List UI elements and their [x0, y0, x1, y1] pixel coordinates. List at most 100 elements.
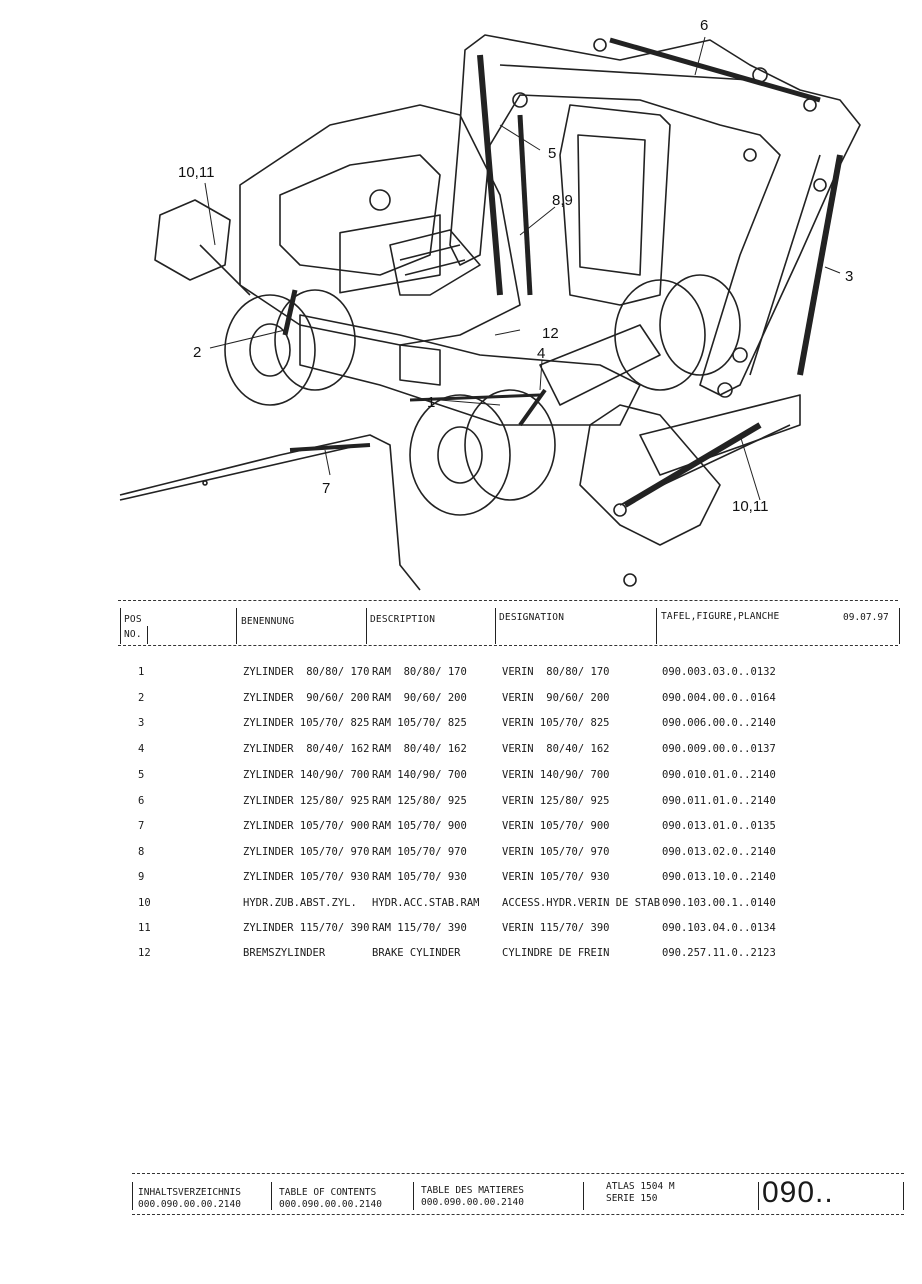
callout-5: 5 — [548, 145, 556, 162]
row-benennung: ZYLINDER 105/70/ 900 — [243, 820, 370, 832]
row-tafel: 090.013.01.0..0135 — [662, 820, 776, 832]
row-designation: VERIN 105/70/ 900 — [502, 820, 610, 832]
header-rule-top — [118, 600, 898, 601]
header-divider — [147, 626, 148, 644]
footer-fr-code: 000.090.00.00.2140 — [421, 1197, 524, 1208]
footer-divider — [271, 1182, 272, 1210]
header-date: 09.07.97 — [843, 612, 889, 623]
row-designation: VERIN 80/80/ 170 — [502, 666, 610, 678]
row-benennung: ZYLINDER 140/90/ 700 — [243, 769, 370, 781]
table-row: 8 ZYLINDER 105/70/ 970 RAM 105/70/ 970 V… — [0, 846, 922, 866]
header-pos: POS — [124, 614, 142, 625]
row-description: RAM 80/40/ 162 — [372, 743, 467, 755]
footer-model: ATLAS 1504 M — [606, 1181, 675, 1192]
header-divider — [899, 608, 900, 644]
row-pos: 4 — [138, 743, 145, 755]
header-designation: DESIGNATION — [499, 612, 565, 623]
header-description: DESCRIPTION — [370, 614, 436, 625]
row-tafel: 090.004.00.0..0164 — [662, 692, 776, 704]
row-benennung: HYDR.ZUB.ABST.ZYL. — [243, 897, 357, 909]
footer-de-code: 000.090.00.00.2140 — [138, 1199, 241, 1210]
footer-de-title: INHALTSVERZEICHNIS — [138, 1187, 241, 1198]
row-designation: CYLINDRE DE FREIN — [502, 947, 610, 959]
table-row: 6 ZYLINDER 125/80/ 925 RAM 125/80/ 925 V… — [0, 795, 922, 815]
footer-divider — [583, 1182, 584, 1210]
row-tafel: 090.103.00.1..0140 — [662, 897, 776, 909]
header-divider — [656, 608, 657, 644]
row-designation: VERIN 115/70/ 390 — [502, 922, 610, 934]
row-tafel: 090.006.00.0..2140 — [662, 717, 776, 729]
header-benennung: BENENNUNG — [241, 616, 295, 627]
footer-series: SERIE 150 — [606, 1193, 658, 1204]
footer-rule-top — [132, 1173, 904, 1174]
row-tafel: 090.103.04.0..0134 — [662, 922, 776, 934]
table-row: 11 ZYLINDER 115/70/ 390 RAM 115/70/ 390 … — [0, 922, 922, 942]
footer-en-title: TABLE OF CONTENTS — [279, 1187, 377, 1198]
header-divider — [495, 608, 496, 644]
row-pos: 3 — [138, 717, 145, 729]
row-tafel: 090.013.02.0..2140 — [662, 846, 776, 858]
header-divider — [366, 608, 367, 644]
row-benennung: ZYLINDER 105/70/ 970 — [243, 846, 370, 858]
callout-3: 3 — [845, 268, 853, 285]
table-row: 10 HYDR.ZUB.ABST.ZYL. HYDR.ACC.STAB.RAM … — [0, 897, 922, 917]
row-designation: VERIN 105/70/ 930 — [502, 871, 610, 883]
row-designation: VERIN 105/70/ 825 — [502, 717, 610, 729]
callout-6: 6 — [700, 17, 708, 34]
footer-rule-bottom — [132, 1214, 904, 1215]
row-pos: 9 — [138, 871, 145, 883]
row-description: RAM 80/80/ 170 — [372, 666, 467, 678]
header-divider — [236, 608, 237, 644]
callout-2: 2 — [193, 344, 201, 361]
row-description: RAM 115/70/ 390 — [372, 922, 467, 934]
row-designation: ACCESS.HYDR.VERIN DE STAB — [502, 897, 661, 909]
row-description: RAM 140/90/ 700 — [372, 769, 467, 781]
row-pos: 8 — [138, 846, 145, 858]
table-row: 12 BREMSZYLINDER BRAKE CYLINDER CYLINDRE… — [0, 947, 922, 967]
row-benennung: ZYLINDER 105/70/ 825 — [243, 717, 370, 729]
row-designation: VERIN 105/70/ 970 — [502, 846, 610, 858]
row-tafel: 090.013.10.0..2140 — [662, 871, 776, 883]
table-row: 7 ZYLINDER 105/70/ 900 RAM 105/70/ 900 V… — [0, 820, 922, 840]
excavator-illustration: 6 10,11 5 8,9 3 12 2 4 1 7 10,11 — [119, 17, 861, 591]
row-description: RAM 105/70/ 900 — [372, 820, 467, 832]
row-pos: 1 — [138, 666, 145, 678]
row-tafel: 090.257.11.0..2123 — [662, 947, 776, 959]
row-pos: 2 — [138, 692, 145, 704]
row-description: BRAKE CYLINDER — [372, 947, 461, 959]
row-description: HYDR.ACC.STAB.RAM — [372, 897, 480, 909]
row-benennung: ZYLINDER 105/70/ 930 — [243, 871, 370, 883]
section-number: 090.. — [762, 1176, 834, 1209]
row-benennung: ZYLINDER 125/80/ 925 — [243, 795, 370, 807]
row-description: RAM 125/80/ 925 — [372, 795, 467, 807]
table-row: 9 ZYLINDER 105/70/ 930 RAM 105/70/ 930 V… — [0, 871, 922, 891]
row-tafel: 090.011.01.0..2140 — [662, 795, 776, 807]
header-tafel: TAFEL,FIGURE,PLANCHE — [661, 611, 780, 622]
footer-divider — [132, 1182, 133, 1210]
row-tafel: 090.010.01.0..2140 — [662, 769, 776, 781]
row-pos: 10 — [138, 897, 151, 909]
table-row: 4 ZYLINDER 80/40/ 162 RAM 80/40/ 162 VER… — [0, 743, 922, 763]
footer-divider — [758, 1182, 759, 1210]
row-tafel: 090.009.00.0..0137 — [662, 743, 776, 755]
row-designation: VERIN 140/90/ 700 — [502, 769, 610, 781]
row-pos: 5 — [138, 769, 145, 781]
callout-10-11-front: 10,11 — [732, 498, 768, 515]
row-benennung: BREMSZYLINDER — [243, 947, 326, 959]
footer-en-code: 000.090.00.00.2140 — [279, 1199, 382, 1210]
footer-divider — [413, 1182, 414, 1210]
row-pos: 12 — [138, 947, 151, 959]
table-row: 5 ZYLINDER 140/90/ 700 RAM 140/90/ 700 V… — [0, 769, 922, 789]
callout-10-11-rear: 10,11 — [178, 164, 214, 181]
footer-fr-title: TABLE DES MATIERES — [421, 1185, 524, 1196]
row-designation: VERIN 80/40/ 162 — [502, 743, 610, 755]
row-description: RAM 105/70/ 970 — [372, 846, 467, 858]
callout-4: 4 — [537, 345, 545, 362]
row-benennung: ZYLINDER 80/40/ 162 — [243, 743, 370, 755]
row-benennung: ZYLINDER 115/70/ 390 — [243, 922, 370, 934]
table-row: 3 ZYLINDER 105/70/ 825 RAM 105/70/ 825 V… — [0, 717, 922, 737]
callout-7: 7 — [322, 480, 330, 497]
footer-divider — [903, 1182, 904, 1210]
row-benennung: ZYLINDER 90/60/ 200 — [243, 692, 370, 704]
row-designation: VERIN 90/60/ 200 — [502, 692, 610, 704]
